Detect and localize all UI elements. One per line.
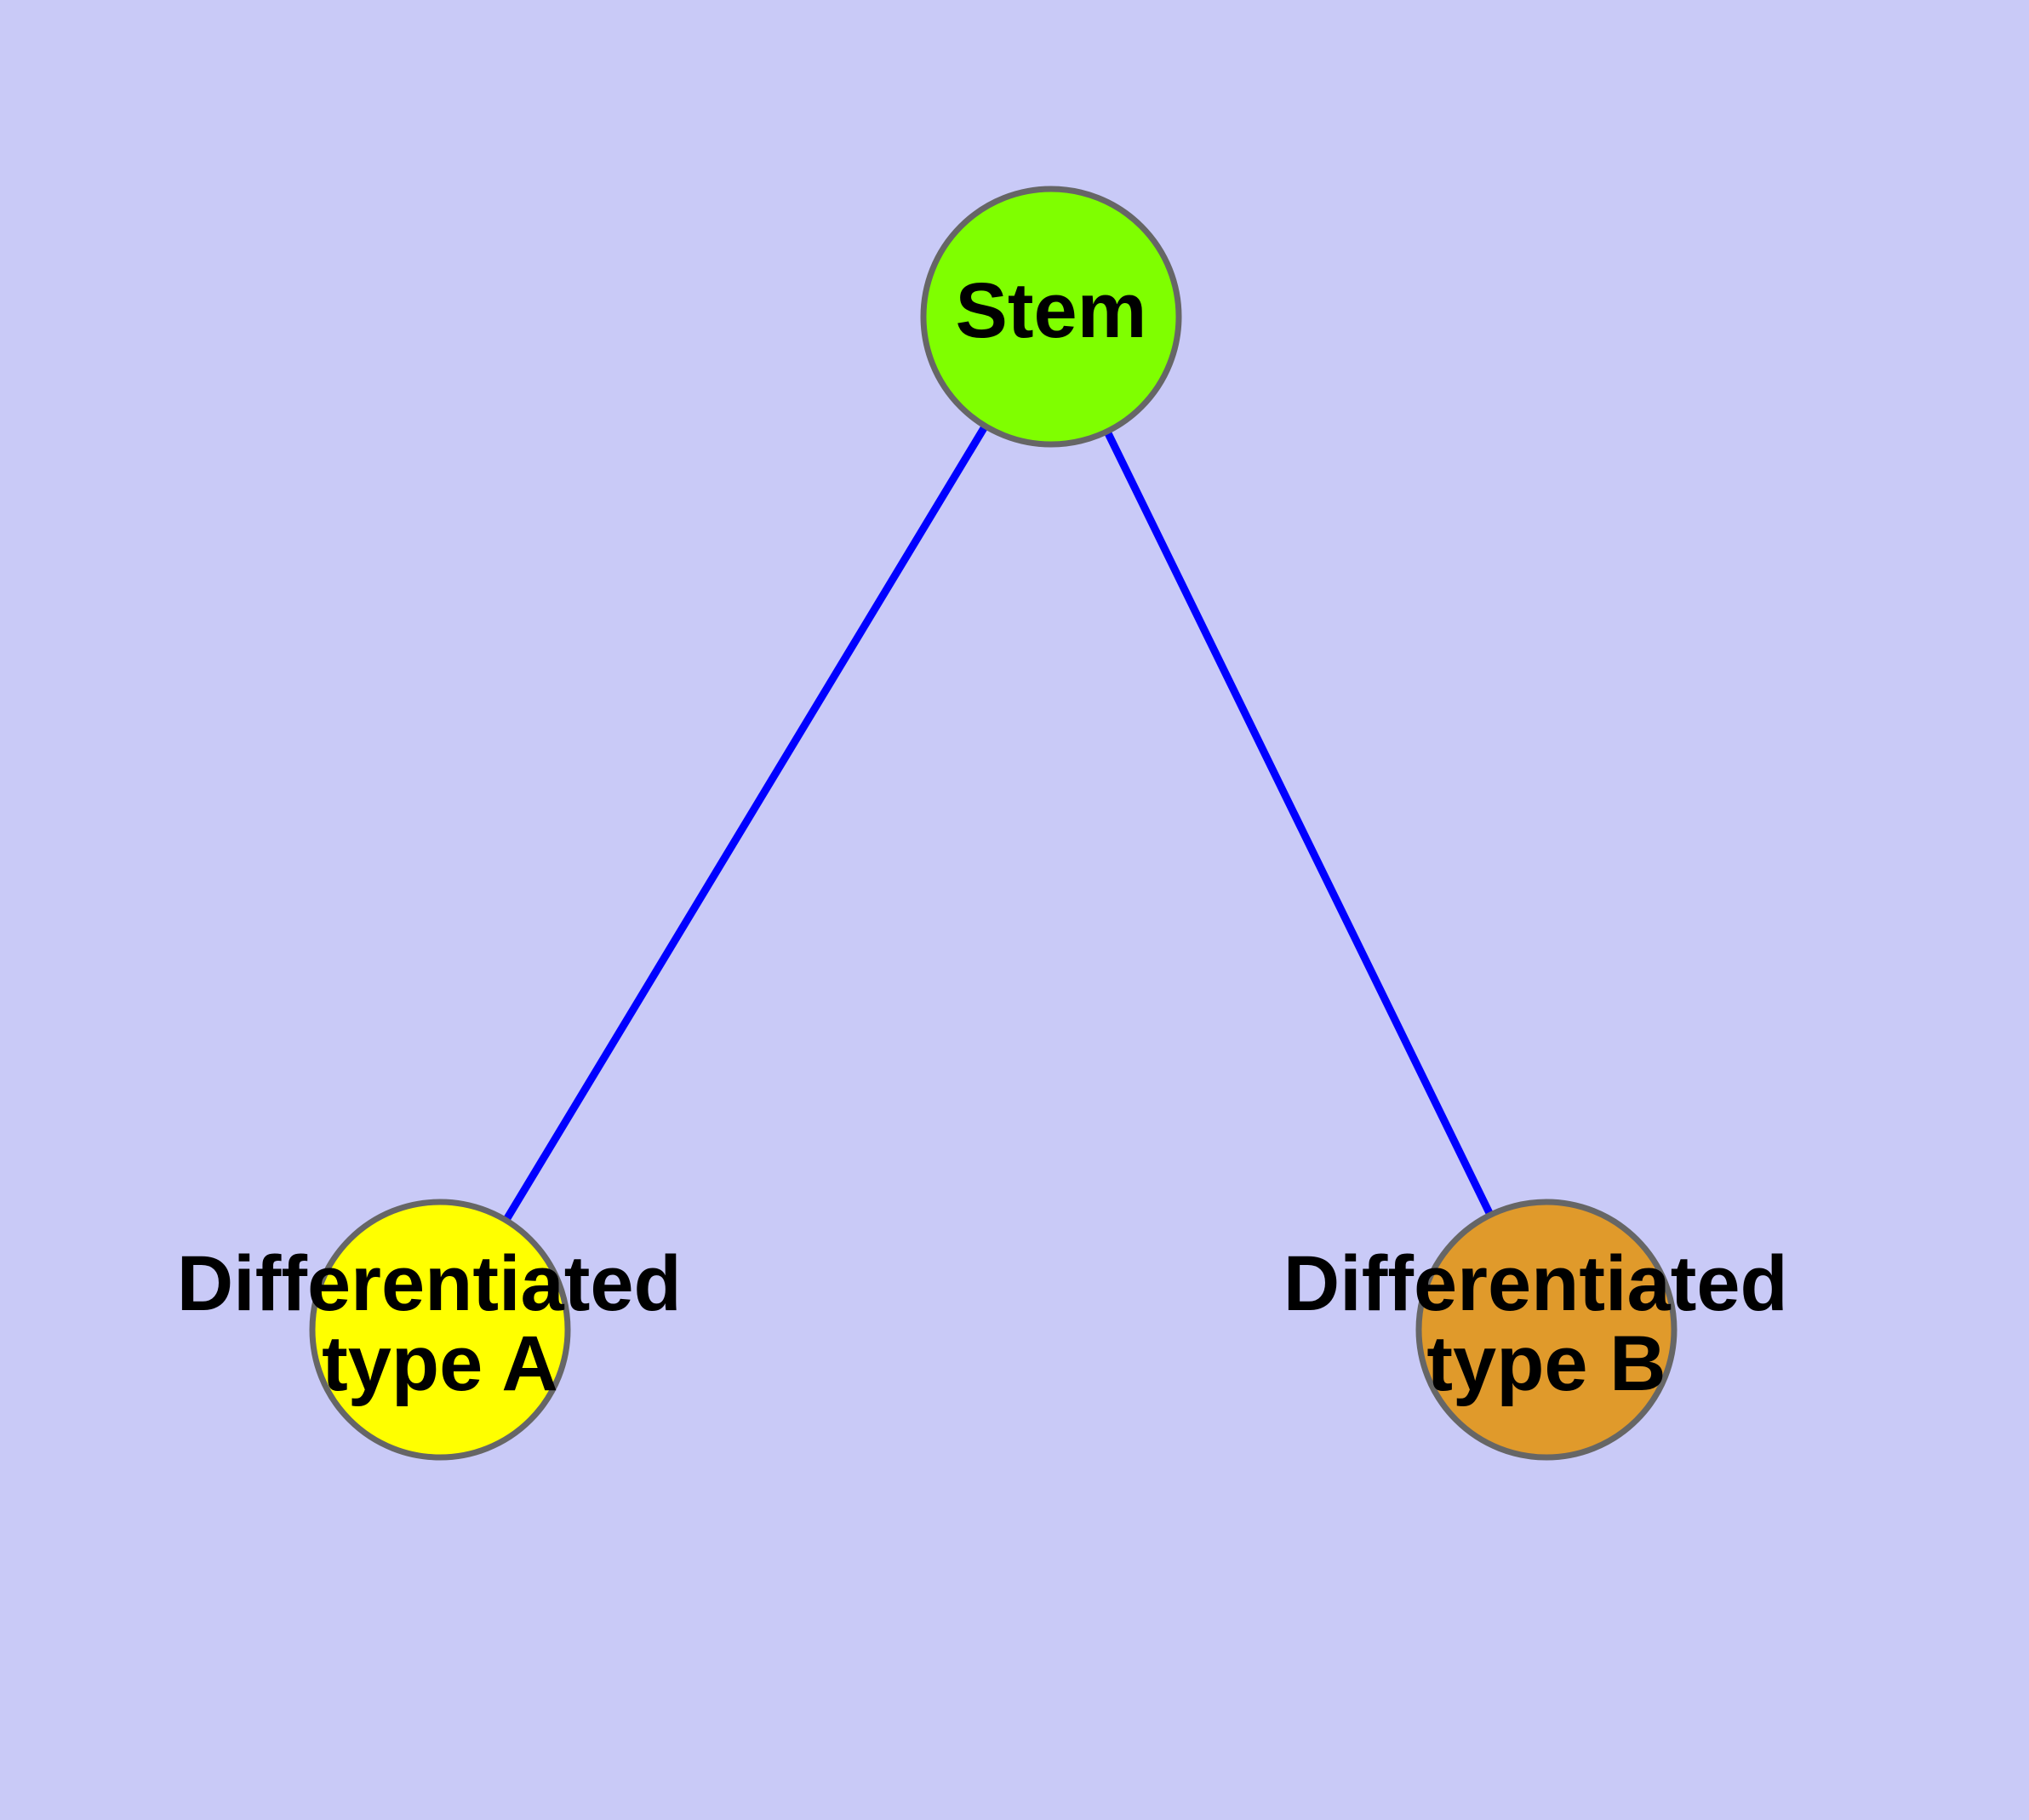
node-differentiated-type-b-label-line1: Differentiated	[1283, 1240, 1788, 1327]
node-differentiated-type-a-label: Differentiated type A	[177, 1240, 704, 1407]
edges-group	[502, 424, 1495, 1222]
node-stem-label-line1: Stem	[956, 267, 1147, 354]
node-differentiated-type-b-label: Differentiated type B	[1283, 1240, 1810, 1407]
node-differentiated-type-b-label-line2: type B	[1426, 1320, 1666, 1407]
edge-stem-to-differentiated-type-b[interactable]	[1103, 429, 1495, 1217]
node-stem-label: Stem	[956, 267, 1147, 354]
node-stem-circle[interactable]	[920, 186, 1182, 448]
labels-group: Stem Differentiated type A Differentiate…	[177, 267, 1810, 1407]
node-differentiated-type-a-circle[interactable]	[309, 1199, 571, 1461]
node-differentiated-type-a-label-line1: Differentiated	[177, 1240, 682, 1327]
node-differentiated-type-b-circle[interactable]	[1415, 1199, 1677, 1461]
edge-stem-to-differentiated-type-a[interactable]	[502, 424, 989, 1222]
node-differentiated-type-a-label-line2: type A	[322, 1320, 558, 1407]
nodes-group	[309, 186, 1677, 1461]
